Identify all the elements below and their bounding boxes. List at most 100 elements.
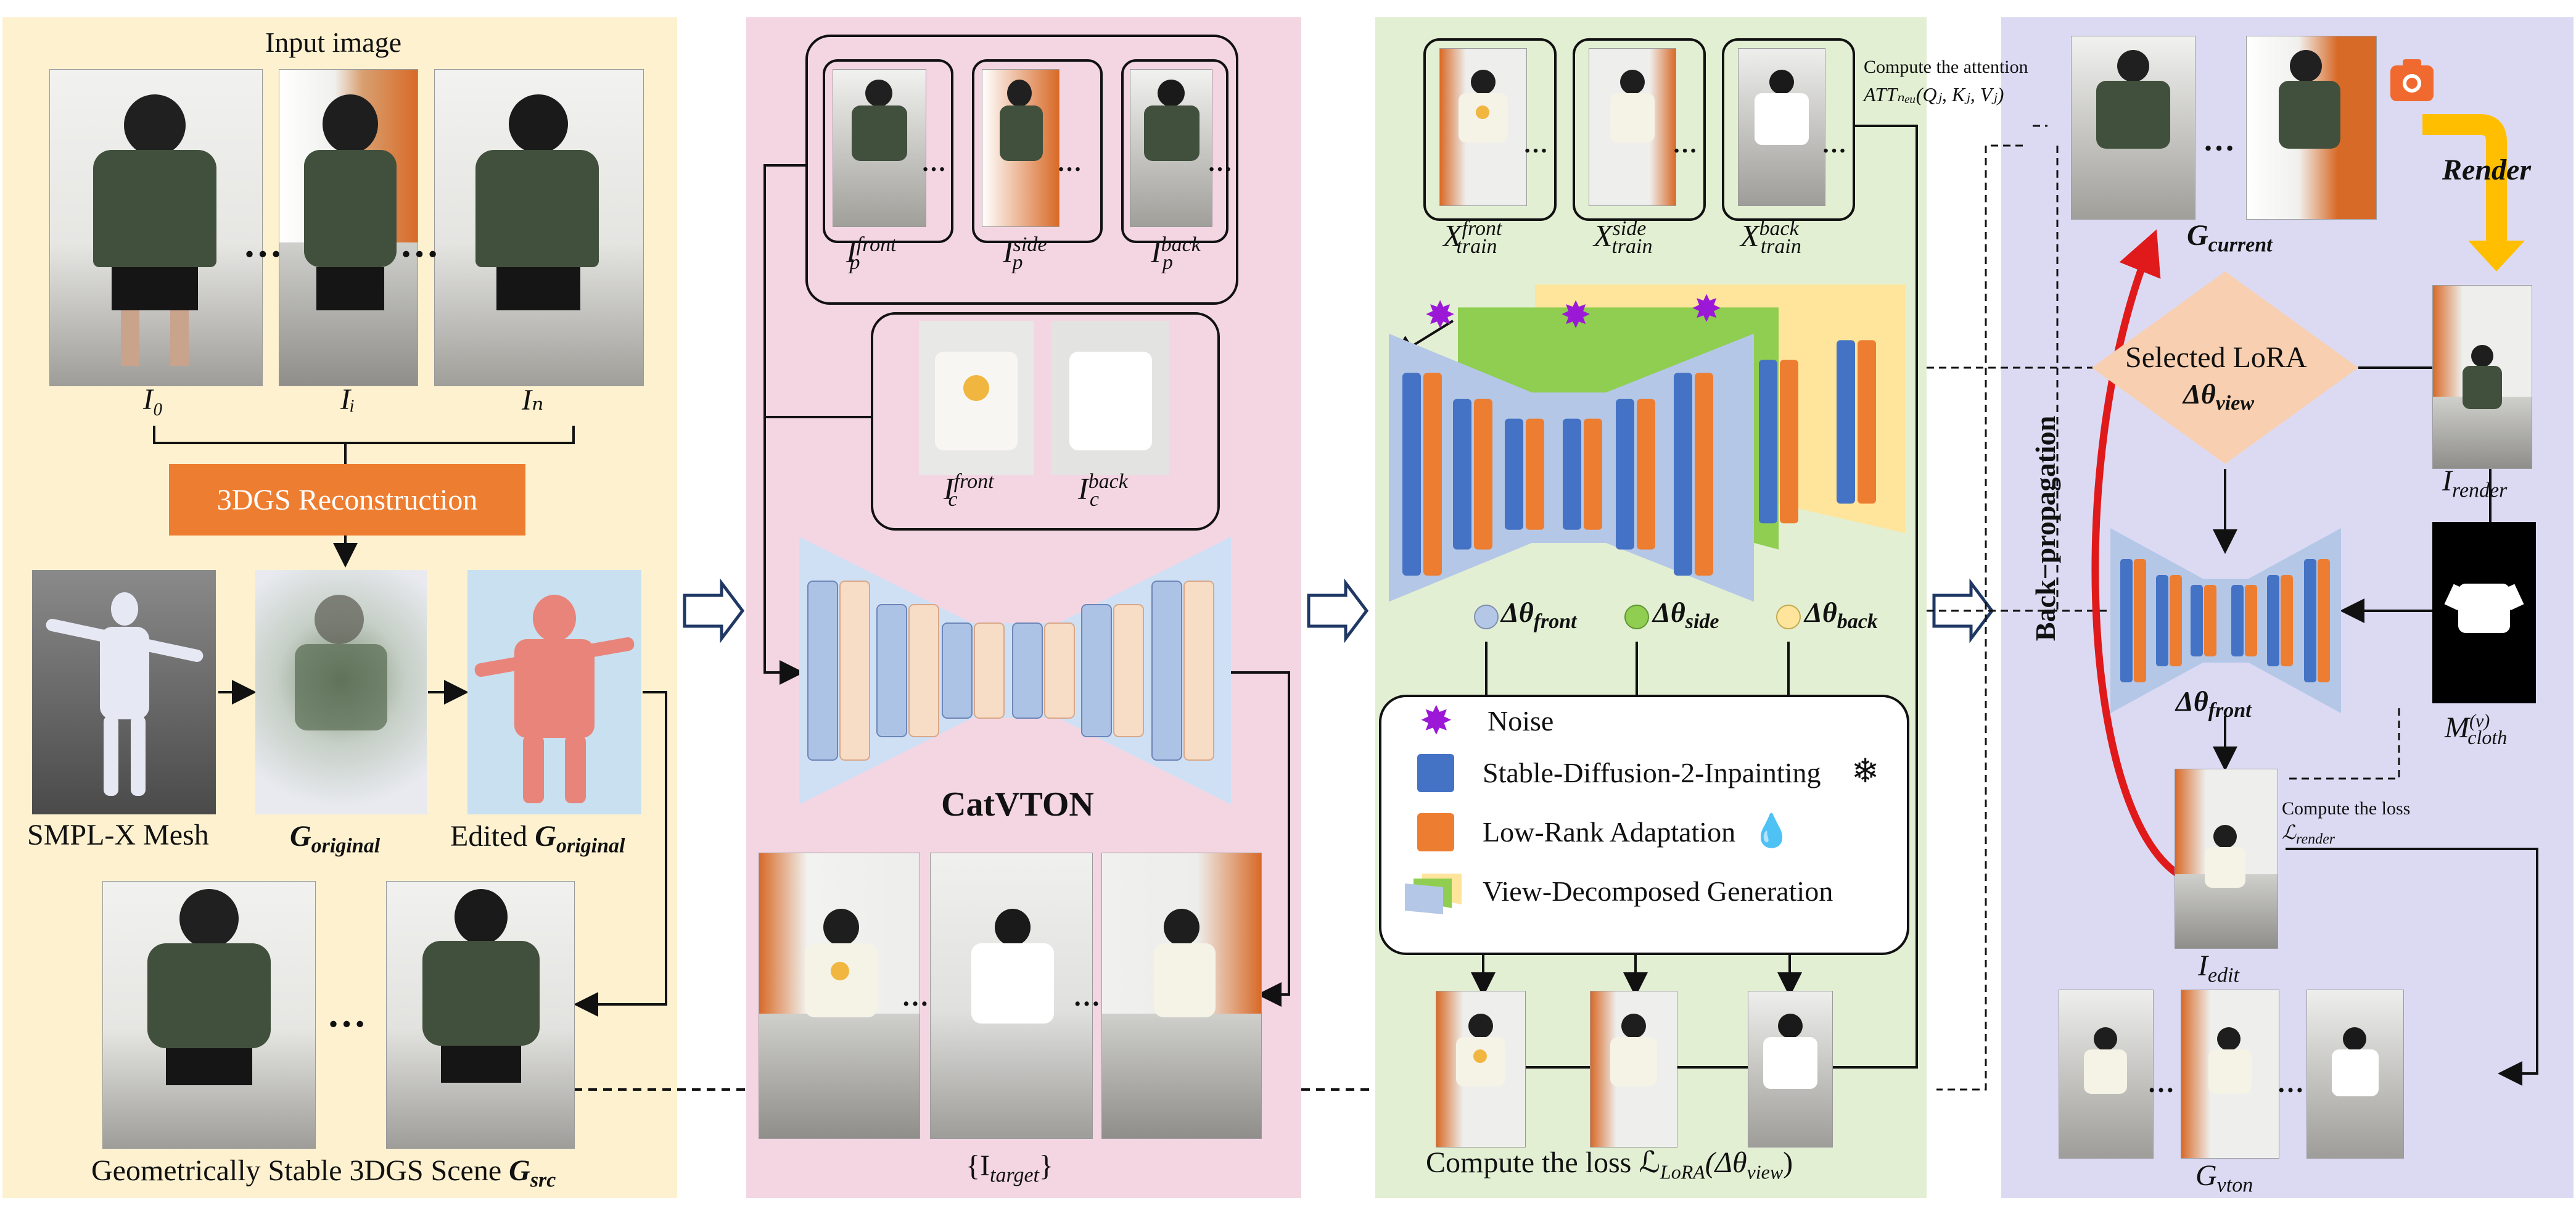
ellipsis-dots: … — [327, 991, 371, 1035]
legend-sd-label: Stable-Diffusion-2-Inpainting — [1483, 757, 1821, 788]
cloth-mask-image — [2432, 522, 2536, 703]
legend-box — [1379, 695, 1909, 955]
lora-loss-label: Compute the loss ℒLoRA(Δθview) — [1426, 1146, 1793, 1183]
scene-label: Geometrically Stable 3DGS Scene Gsrc — [91, 1154, 556, 1192]
input-photo-back — [434, 69, 644, 386]
catvton-label: CatVTON — [941, 785, 1094, 824]
input-photo-front — [49, 69, 263, 386]
noise-star-icon: ✸ — [1425, 295, 1456, 336]
ellipsis-dots: … — [243, 221, 287, 265]
smplx-label: SMPL-X Mesh — [27, 819, 209, 851]
train-back-photo — [1738, 48, 1825, 206]
output-back-photo — [1748, 991, 1833, 1148]
train-side-label: Xsidetrain — [1594, 217, 1653, 258]
ellipsis-dots: … — [921, 149, 951, 176]
m-cloth-label: M(v)cloth — [2445, 711, 2508, 748]
image-label-in: Iₙ — [522, 384, 544, 416]
image-label-i0: I₀ — [143, 383, 163, 416]
legend-lora-swatch — [1417, 813, 1454, 851]
output-front-photo — [1436, 991, 1526, 1148]
ellipsis-dots: … — [2203, 123, 2240, 158]
ellipsis-dots: … — [1208, 149, 1237, 176]
ellipsis-dots: … — [2277, 1068, 2309, 1098]
target-photo-2 — [930, 853, 1093, 1139]
i-edit-label: Iedit — [2198, 949, 2239, 987]
legend-noise-label: Noise — [1488, 705, 1554, 737]
vton-photo-1 — [2059, 990, 2154, 1159]
legend-vdg-swatch — [1404, 872, 1463, 916]
panel4-unet — [2110, 528, 2341, 713]
person-front-photo — [833, 69, 926, 227]
g-vton-label: Gvton — [2195, 1159, 2253, 1197]
noise-star-icon: ✸ — [1691, 289, 1722, 329]
edited-g-original — [467, 570, 641, 814]
camera-icon — [2390, 59, 2434, 101]
ellipsis-dots: … — [1673, 130, 1702, 158]
ellipsis-dots: … — [1523, 130, 1553, 158]
current-side-photo — [2246, 36, 2377, 220]
output-side-photo — [1590, 991, 1677, 1148]
cloth-front-photo — [919, 321, 1034, 475]
reconstruction-box: 3DGS Reconstruction — [169, 464, 525, 536]
target-photo-1 — [759, 853, 920, 1139]
delta-side-label: Δθside — [1653, 597, 1719, 634]
g-current-label: Gcurrent — [2187, 219, 2273, 257]
render-loss-line1: Compute the loss — [2282, 798, 2411, 819]
target-photo-3 — [1101, 853, 1262, 1139]
legend-lora-label: Low-Rank Adaptation — [1483, 816, 1736, 848]
target-label: {Itarget} — [966, 1149, 1054, 1187]
ellipsis-dots: … — [1073, 982, 1105, 1012]
render-loss-line2: ℒrender — [2282, 821, 2335, 848]
front-dot — [1474, 605, 1499, 629]
catvton-unet — [799, 537, 1231, 804]
current-front-photo — [2071, 36, 2195, 220]
person-side-label: Isidep — [1003, 233, 1047, 274]
side-dot — [1624, 605, 1649, 629]
train-side-photo — [1589, 48, 1676, 206]
person-side-frame — [972, 59, 1103, 243]
g-original-label: Goriginal — [290, 820, 381, 858]
view-decomposed-unet — [1384, 281, 1908, 608]
snowflake-icon: ❄ — [1851, 753, 1880, 790]
person-back-photo — [1130, 69, 1212, 227]
noise-star-icon: ✸ — [1560, 295, 1592, 336]
delta-back-label: Δθback — [1804, 597, 1878, 634]
person-front-label: Ifrontp — [846, 233, 897, 274]
person-back-frame — [1121, 59, 1228, 243]
person-images-group — [805, 35, 1238, 305]
scene-photo-front — [102, 881, 316, 1149]
train-back-frame — [1722, 38, 1855, 221]
render-label: Render — [2442, 154, 2531, 186]
reconstruction-label: 3DGS Reconstruction — [216, 483, 478, 516]
back-dot — [1776, 605, 1801, 629]
legend-sd-swatch — [1417, 754, 1454, 792]
i-render-photo — [2432, 285, 2532, 469]
ellipsis-dots: … — [1057, 149, 1087, 176]
cloth-back-photo — [1051, 321, 1169, 475]
selected-lora-line1: Selected LoRA — [2125, 341, 2307, 374]
vton-photo-2 — [2181, 990, 2279, 1159]
ellipsis-dots: … — [902, 982, 934, 1012]
legend-noise-icon: ✸ — [1420, 699, 1453, 743]
ellipsis-dots: … — [400, 221, 444, 265]
drop-icon: 💧 — [1751, 814, 1792, 849]
train-front-label: Xfronttrain — [1443, 217, 1502, 258]
train-side-frame — [1573, 38, 1706, 221]
i-render-label: Irender — [2442, 465, 2508, 502]
i-edit-photo — [2175, 769, 2278, 949]
cloth-back-label: Ibackc — [1078, 470, 1128, 511]
scene-photo-back — [386, 881, 575, 1149]
ellipsis-dots: … — [1822, 130, 1851, 158]
input-image-label: Input image — [265, 27, 401, 58]
attention-text-line1: Compute the attention — [1864, 57, 2028, 77]
panel4-delta-front-label: Δθfront — [2176, 685, 2252, 722]
cloth-front-label: Ifrontc — [944, 470, 994, 511]
delta-front-label: Δθfront — [1501, 597, 1577, 634]
input-photo-side — [279, 69, 418, 386]
train-front-frame — [1423, 38, 1557, 221]
vton-photo-3 — [2306, 990, 2404, 1159]
smplx-mesh-image — [32, 570, 216, 814]
image-label-ii: Iᵢ — [340, 383, 355, 416]
train-front-photo — [1439, 48, 1527, 206]
